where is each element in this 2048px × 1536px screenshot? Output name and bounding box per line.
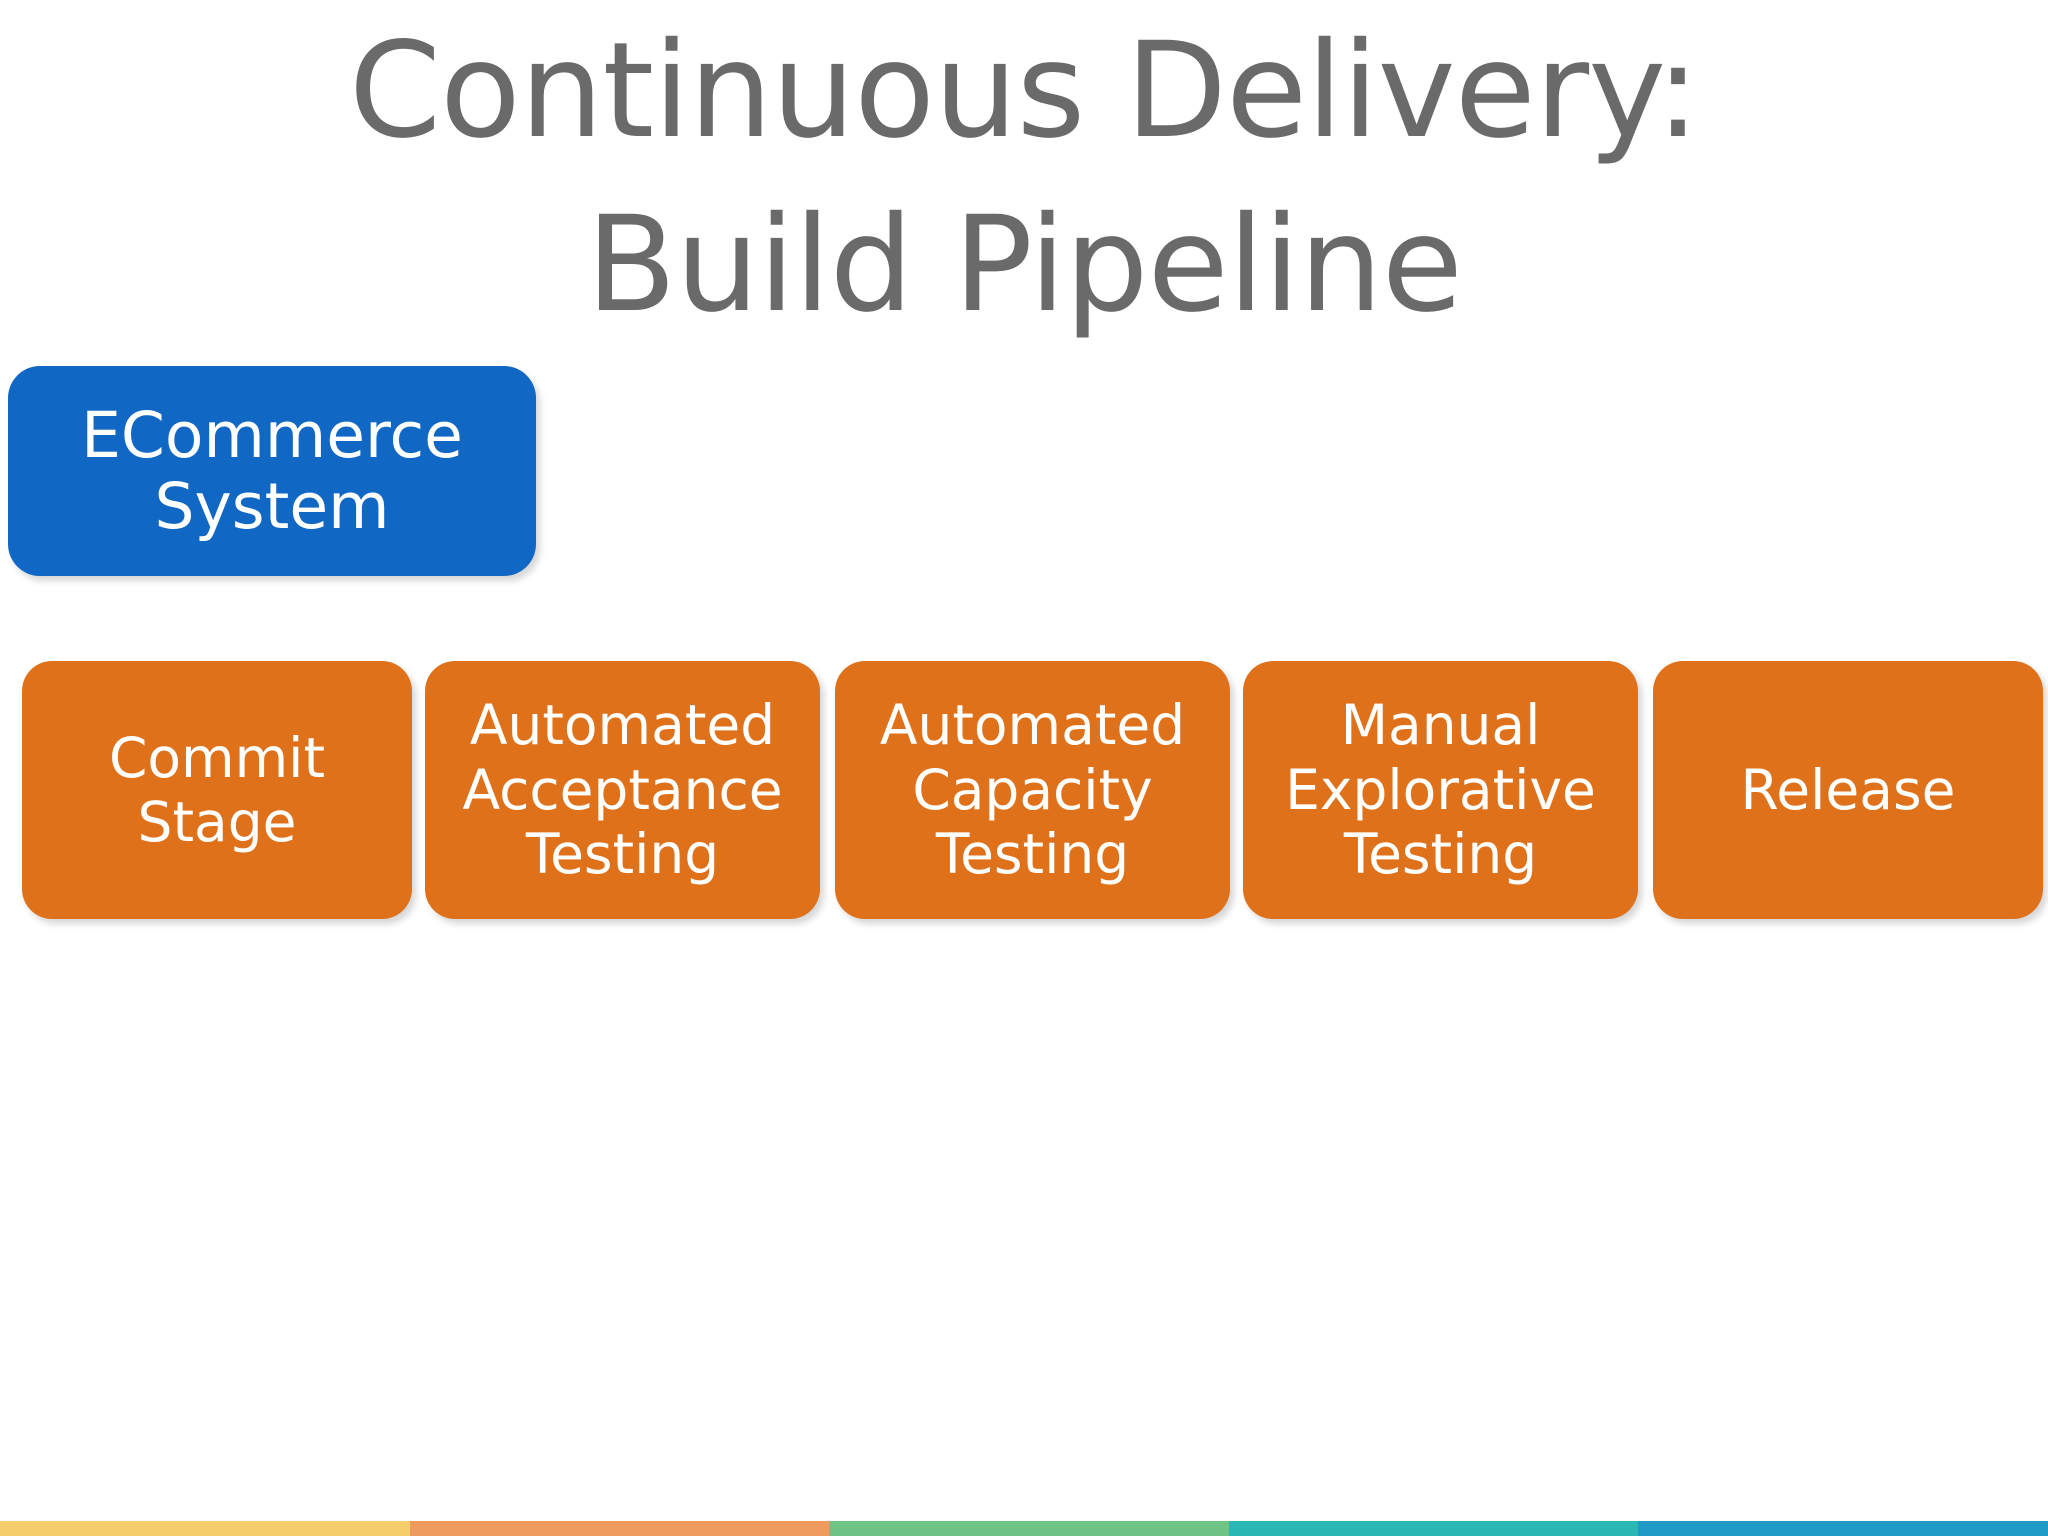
- node-automated-capacity-testing[interactable]: Automated Capacity Testing: [835, 661, 1230, 919]
- page-title-line-1: Continuous Delivery:: [348, 14, 1700, 168]
- page-title-line-2: Build Pipeline: [586, 188, 1463, 343]
- node-ecommerce-system[interactable]: ECommerce System: [8, 366, 536, 576]
- strip-segment-orange: [409, 1521, 830, 1536]
- node-manual-explorative-testing[interactable]: Manual Explorative Testing: [1243, 661, 1638, 919]
- node-manual-explorative-testing-label: Manual Explorative Testing: [1285, 693, 1596, 887]
- node-automated-capacity-testing-label: Automated Capacity Testing: [879, 693, 1186, 887]
- strip-segment-blue: [1638, 1521, 2048, 1536]
- node-automated-acceptance-testing[interactable]: Automated Acceptance Testing: [425, 661, 820, 919]
- node-release[interactable]: Release: [1653, 661, 2043, 919]
- strip-segment-teal: [1228, 1521, 1639, 1536]
- strip-segment-yellow: [0, 1521, 410, 1536]
- footer-color-strip: [0, 1521, 2048, 1536]
- node-automated-acceptance-testing-label: Automated Acceptance Testing: [462, 693, 783, 887]
- strip-segment-green: [829, 1521, 1229, 1536]
- node-release-label: Release: [1740, 757, 1956, 822]
- page-title: Continuous Delivery: Build Pipeline: [0, 4, 2048, 352]
- node-commit-stage[interactable]: Commit Stage: [22, 661, 412, 919]
- node-commit-stage-label: Commit Stage: [108, 725, 326, 854]
- node-ecommerce-system-label: ECommerce System: [81, 398, 463, 543]
